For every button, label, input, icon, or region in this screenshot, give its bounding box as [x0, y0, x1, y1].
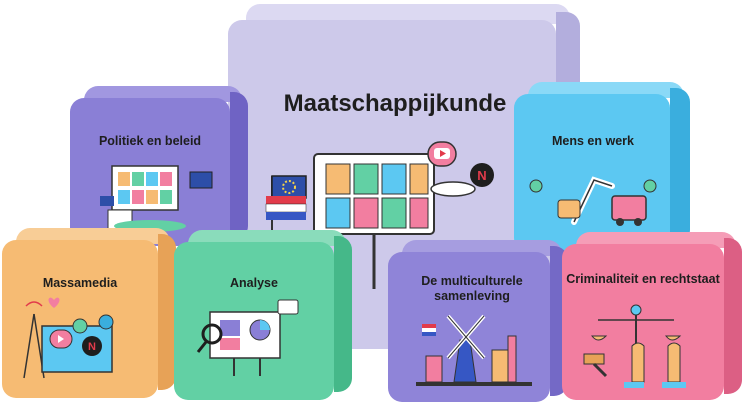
cube-label: Criminaliteit en rechtstaat	[566, 272, 720, 286]
cloud-icon	[430, 181, 476, 197]
eu-flag-icon	[189, 171, 213, 189]
svg-text:N: N	[477, 168, 486, 183]
cube-label: Analyse	[230, 276, 278, 290]
netflix-icon: N	[470, 163, 494, 187]
cube-politiek-en-beleid[interactable]: Politiek en beleid	[70, 86, 248, 246]
scales-icon	[590, 304, 682, 362]
cube-de-multiculturele-samenleving[interactable]: De multiculturele samenleving	[388, 240, 568, 402]
media-illustration: N	[23, 297, 114, 379]
cube-side	[670, 88, 690, 244]
cube-label: Mens en werk	[552, 134, 634, 148]
heart-icon	[48, 297, 60, 308]
analysis-illustration	[196, 299, 299, 376]
portrait-grid	[325, 163, 429, 229]
hands-icon	[631, 342, 681, 383]
netflix-icon: N	[82, 336, 102, 356]
windmill-icon	[446, 314, 486, 383]
antenna-icon	[23, 301, 45, 379]
cube-mens-en-werk[interactable]: Mens en werk	[514, 82, 690, 252]
work-illustration	[529, 176, 657, 226]
cube-criminaliteit-en-rechtstaat[interactable]: Criminaliteit en rechtstaat	[562, 232, 742, 400]
cube-label: Politiek en beleid	[98, 134, 202, 148]
cube-side	[230, 92, 248, 240]
svg-text:N: N	[88, 341, 96, 353]
main-cube-top	[246, 4, 570, 24]
voting-billboard-illustration: N	[265, 141, 494, 289]
main-title: Maatschappijkunde	[283, 90, 507, 117]
politics-illustration	[100, 165, 213, 233]
magnifier-icon	[196, 323, 223, 353]
spotify-icon	[72, 318, 88, 334]
cube-label: De multiculturele samenleving	[421, 274, 523, 303]
cube-analyse[interactable]: Analyse	[174, 230, 352, 400]
cube-label: Massamedia	[42, 276, 118, 290]
youtube-icon	[49, 329, 73, 349]
dutch-flag-icon	[265, 196, 307, 220]
justice-illustration	[583, 304, 686, 388]
dutch-flag-icon	[422, 324, 436, 336]
youtube-icon	[427, 141, 457, 167]
cube-face	[514, 94, 670, 252]
cube-side	[158, 234, 176, 390]
cube-massamedia[interactable]: Massamedia N	[2, 228, 176, 398]
cube-side	[724, 238, 742, 394]
gavel-icon	[583, 353, 608, 378]
cube-side	[334, 236, 352, 392]
twitter-icon	[98, 314, 114, 330]
multicultural-illustration	[416, 314, 532, 386]
truck-icon	[611, 195, 647, 226]
